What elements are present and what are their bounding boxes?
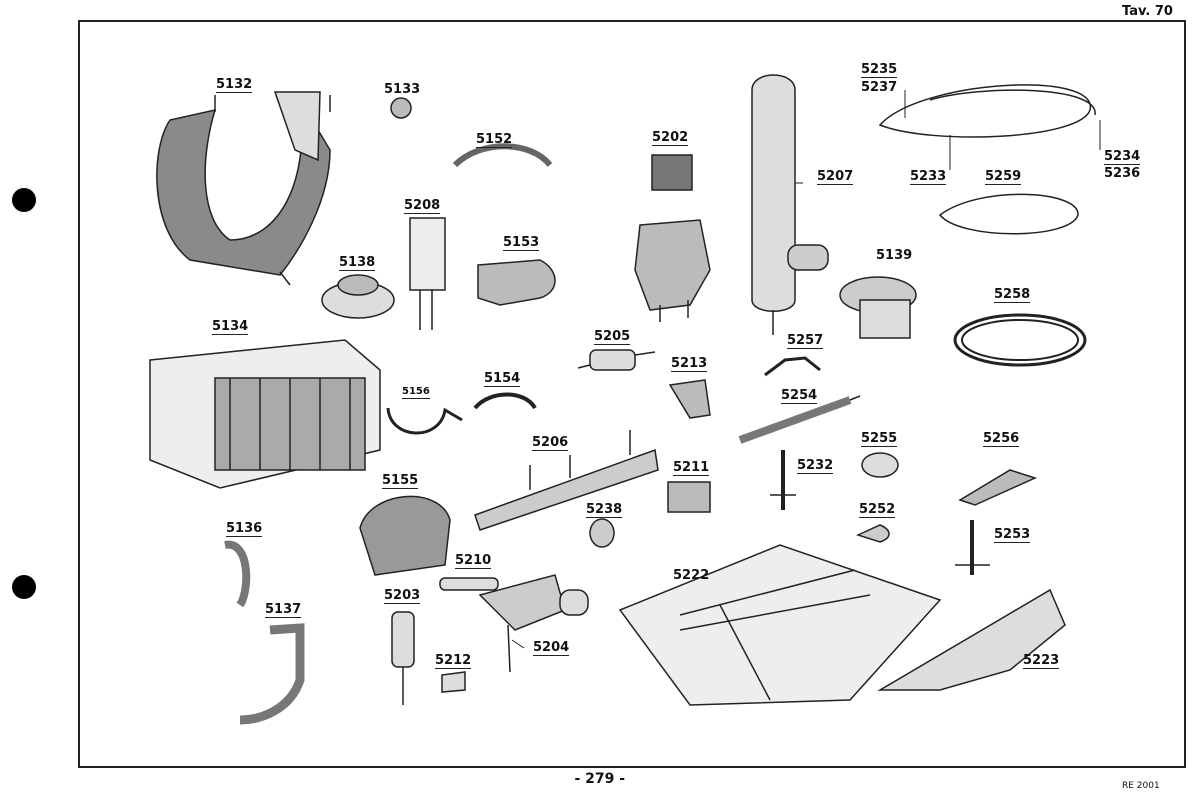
- part-5138-drawing: [321, 274, 395, 319]
- label-5203: 5203: [384, 588, 421, 604]
- label-5254: 5254: [781, 388, 818, 404]
- part-5210-drawing: [439, 577, 499, 591]
- label-5252: 5252: [859, 502, 896, 518]
- label-5156: 5156: [402, 386, 430, 399]
- label-5134: 5134: [212, 319, 249, 335]
- label-5257: 5257: [787, 333, 824, 349]
- part-5207-drawing: [751, 74, 829, 335]
- part-5235-drawing: [878, 84, 1091, 138]
- label-5207: 5207: [817, 169, 854, 185]
- part-5154-drawing: [473, 392, 537, 410]
- label-5237: 5237: [861, 80, 898, 95]
- part-5256-drawing: [958, 469, 1038, 506]
- label-5155: 5155: [382, 473, 419, 489]
- part-5202-drawing: [634, 154, 711, 322]
- part-5204-drawing: [478, 574, 589, 673]
- label-5232: 5232: [797, 458, 834, 474]
- label-5233: 5233: [910, 169, 947, 185]
- label-5154: 5154: [484, 371, 521, 387]
- label-5206: 5206: [532, 435, 569, 451]
- part-5212-drawing: [441, 671, 466, 693]
- label-5235: 5235: [861, 62, 898, 78]
- label-5259: 5259: [985, 169, 1022, 185]
- part-5133-drawing: [390, 97, 412, 119]
- part-5137-drawing: [239, 623, 305, 725]
- label-5136: 5136: [226, 521, 263, 537]
- label-5256: 5256: [983, 431, 1020, 447]
- part-5211-drawing: [667, 481, 711, 513]
- label-5210: 5210: [455, 553, 492, 569]
- label-5222: 5222: [673, 568, 710, 583]
- part-5252-drawing: [855, 524, 890, 543]
- drawing-frame: [78, 20, 1186, 768]
- label-5255: 5255: [861, 431, 898, 447]
- part-5156-drawing: [386, 407, 463, 435]
- part-5253-drawing: [955, 520, 990, 575]
- label-5258: 5258: [994, 287, 1031, 303]
- label-5133: 5133: [384, 82, 421, 97]
- label-5212: 5212: [435, 653, 472, 669]
- label-5139: 5139: [876, 248, 913, 263]
- part-5155-drawing: [359, 495, 451, 576]
- binder-hole-top: [12, 188, 36, 212]
- label-5208: 5208: [404, 198, 441, 214]
- label-5137: 5137: [265, 602, 302, 618]
- label-5236: 5236: [1104, 166, 1141, 181]
- label-5138: 5138: [339, 255, 376, 271]
- page-number: - 279 -: [574, 771, 626, 787]
- label-5204: 5204: [533, 640, 570, 656]
- part-5257-drawing: [764, 356, 821, 377]
- part-5203-drawing: [391, 611, 415, 705]
- part-5259-drawing: [938, 193, 1079, 235]
- part-5139-drawing: [839, 276, 917, 339]
- part-5255-drawing: [861, 452, 899, 478]
- label-5132: 5132: [216, 77, 253, 93]
- label-5152: 5152: [476, 132, 513, 148]
- part-5205-drawing: [577, 349, 656, 371]
- part-5223-drawing: [877, 588, 1066, 691]
- part-5258-drawing: [953, 313, 1087, 367]
- part-5134-drawing: [149, 339, 381, 489]
- part-5153-drawing: [477, 259, 556, 306]
- label-5153: 5153: [503, 235, 540, 251]
- label-5238: 5238: [586, 502, 623, 518]
- part-5208-drawing: [409, 217, 446, 330]
- label-5211: 5211: [673, 460, 710, 476]
- label-5213: 5213: [671, 356, 708, 372]
- part-5132-drawing: [156, 91, 331, 286]
- label-5205: 5205: [594, 329, 631, 345]
- part-5213-drawing: [668, 379, 711, 419]
- part-5238-drawing: [589, 518, 615, 548]
- label-5253: 5253: [994, 527, 1031, 543]
- document-code: RE 2001: [1122, 781, 1160, 791]
- label-5202: 5202: [652, 130, 689, 146]
- part-5206-drawing: [474, 430, 659, 531]
- part-5222-drawing: [618, 544, 942, 706]
- part-5232-drawing: [770, 450, 796, 510]
- label-5234: 5234: [1104, 149, 1141, 165]
- part-5152-drawing: [452, 143, 553, 168]
- part-5136-drawing: [224, 540, 251, 608]
- binder-hole-bottom: [12, 575, 36, 599]
- part-5254-drawing: [738, 395, 861, 444]
- label-5223: 5223: [1023, 653, 1060, 669]
- plate-number: Tav. 70: [1122, 4, 1173, 19]
